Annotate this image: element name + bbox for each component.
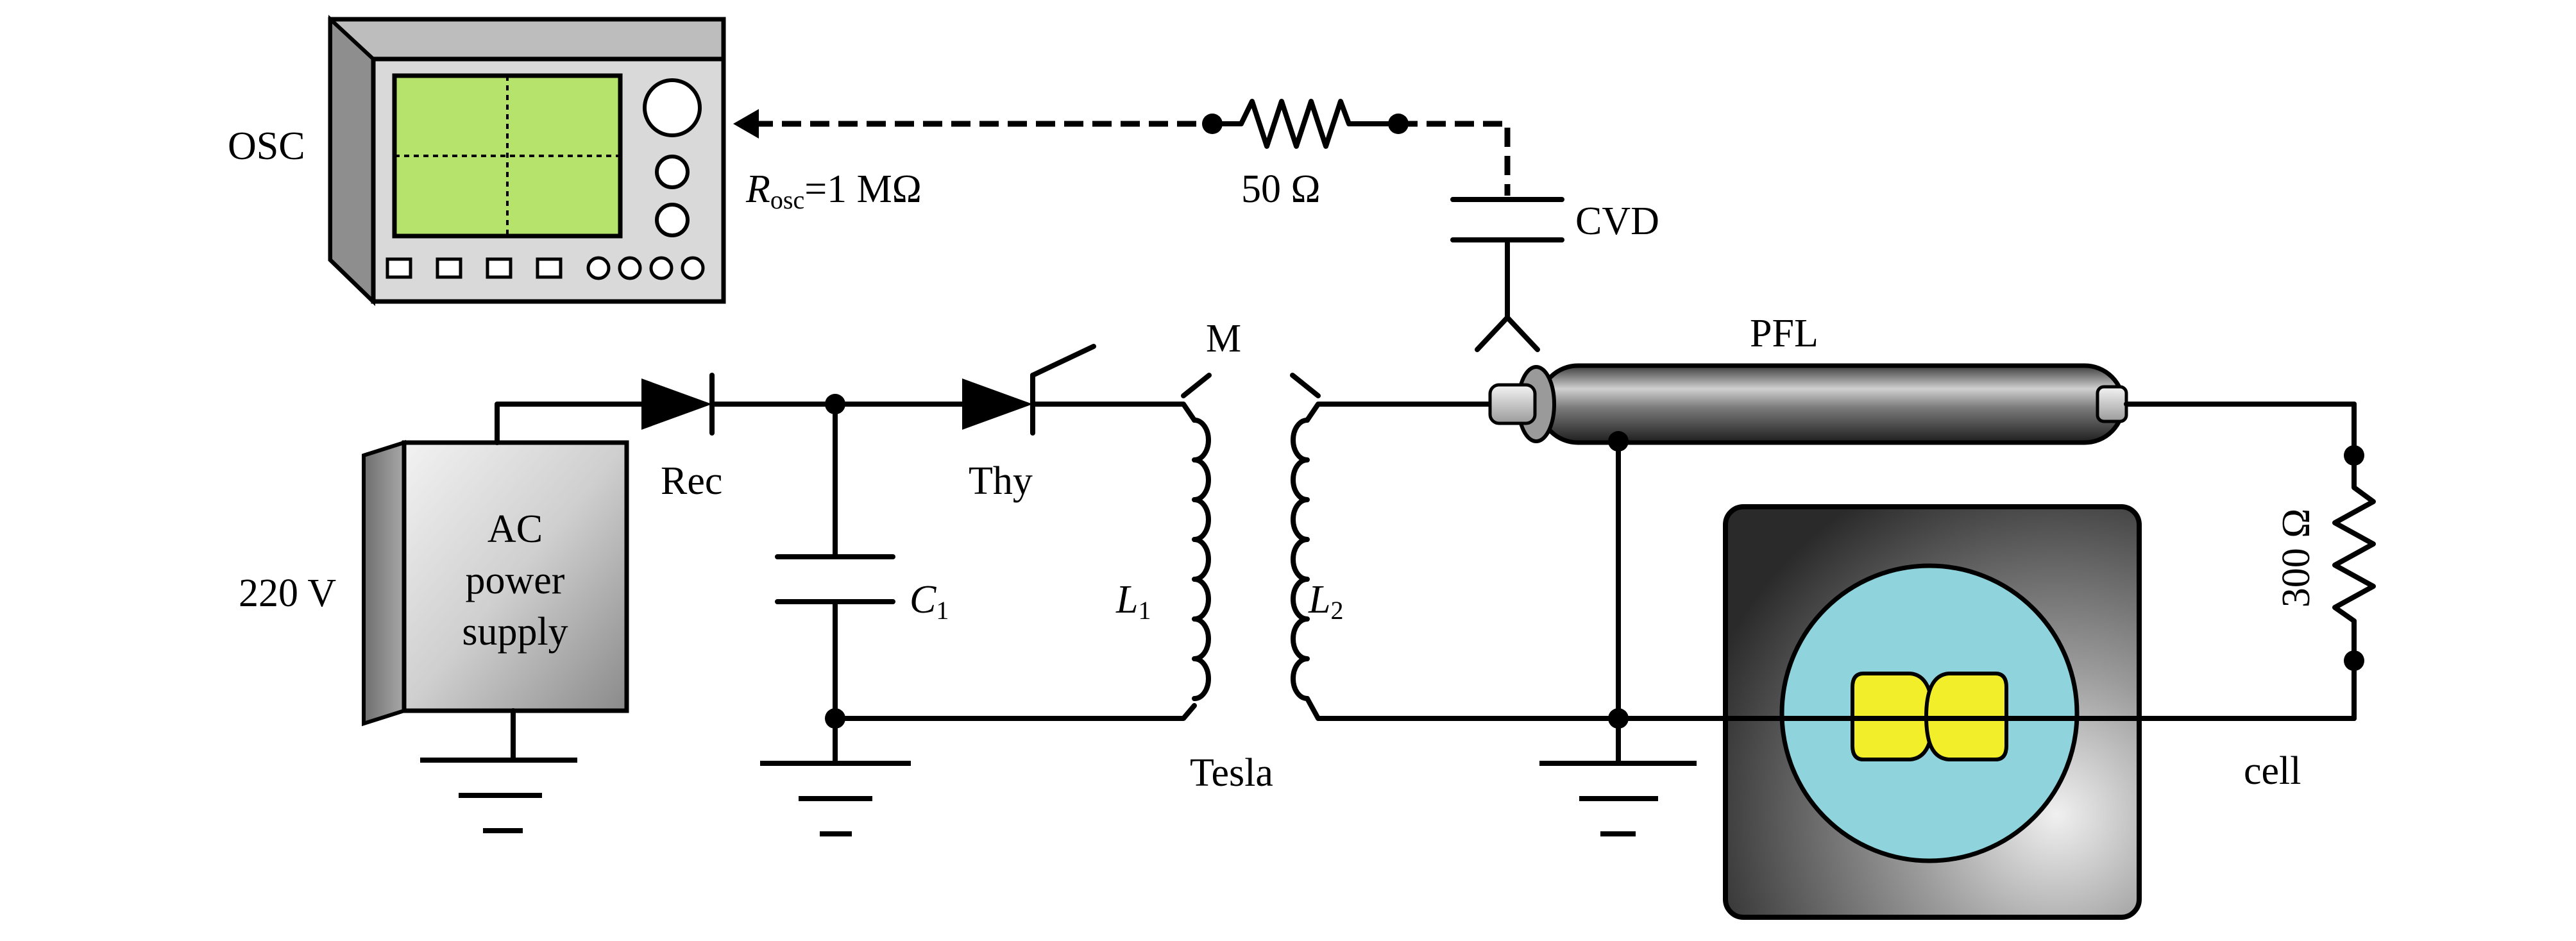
thyristor-symbol [962,344,1096,436]
pfl-label: PFL [1750,312,1818,355]
ground-symbol [420,758,577,833]
resistor-300-label: 300 Ω [2275,509,2318,608]
l1-label: L1 [1115,578,1151,625]
osc-dial [681,256,705,280]
voltage-label: 220 V [239,572,336,615]
rectifier-diode-symbol [641,373,715,436]
tesla-transformer-symbol [1181,373,1321,701]
ac-supply-label-line1: AC [487,507,543,551]
osc-dial [649,256,674,280]
ground-symbol [760,761,911,836]
capacitor-c1-symbol [775,402,895,721]
osc-knob [655,203,690,237]
tesla-label: Tesla [1190,751,1273,795]
r-osc-label: Rosc=1 MΩ [745,167,922,214]
resistor-300-symbol [2332,453,2376,663]
ground-symbol [1539,761,1697,836]
osc-button [386,257,412,279]
ac-supply-label-line2: power [466,559,565,602]
rec-label: Rec [661,459,722,503]
cell-label: cell [2244,749,2301,793]
osc-button [436,257,462,279]
treatment-cell [1723,504,2142,920]
cvd-divider-symbol [1450,197,1564,352]
pfl-connector [1488,383,1537,425]
osc-dial [586,256,611,280]
resistor-50-label: 50 Ω [1241,167,1321,211]
osc-button [486,257,513,279]
oscilloscope [328,15,726,307]
osc-large-knob [643,78,702,137]
ac-power-supply [362,402,644,833]
osc-dial [618,256,642,280]
pfl-connector [2096,385,2128,423]
osc-button [536,257,563,279]
measurement-line [733,99,1564,352]
thy-label: Thy [969,459,1033,503]
mutual-inductance-label: M [1206,317,1241,360]
pfl-cable [1488,363,2128,445]
resistor-50-symbol [1210,99,1401,149]
osc-label: OSC [228,124,305,168]
l2-label: L2 [1308,578,1343,625]
ac-supply-label-line3: supply [462,610,568,654]
arrow-head-icon [733,109,759,139]
c1-label: C1 [910,578,949,625]
osc-knob [655,155,690,189]
cvd-label: CVD [1575,199,1659,243]
